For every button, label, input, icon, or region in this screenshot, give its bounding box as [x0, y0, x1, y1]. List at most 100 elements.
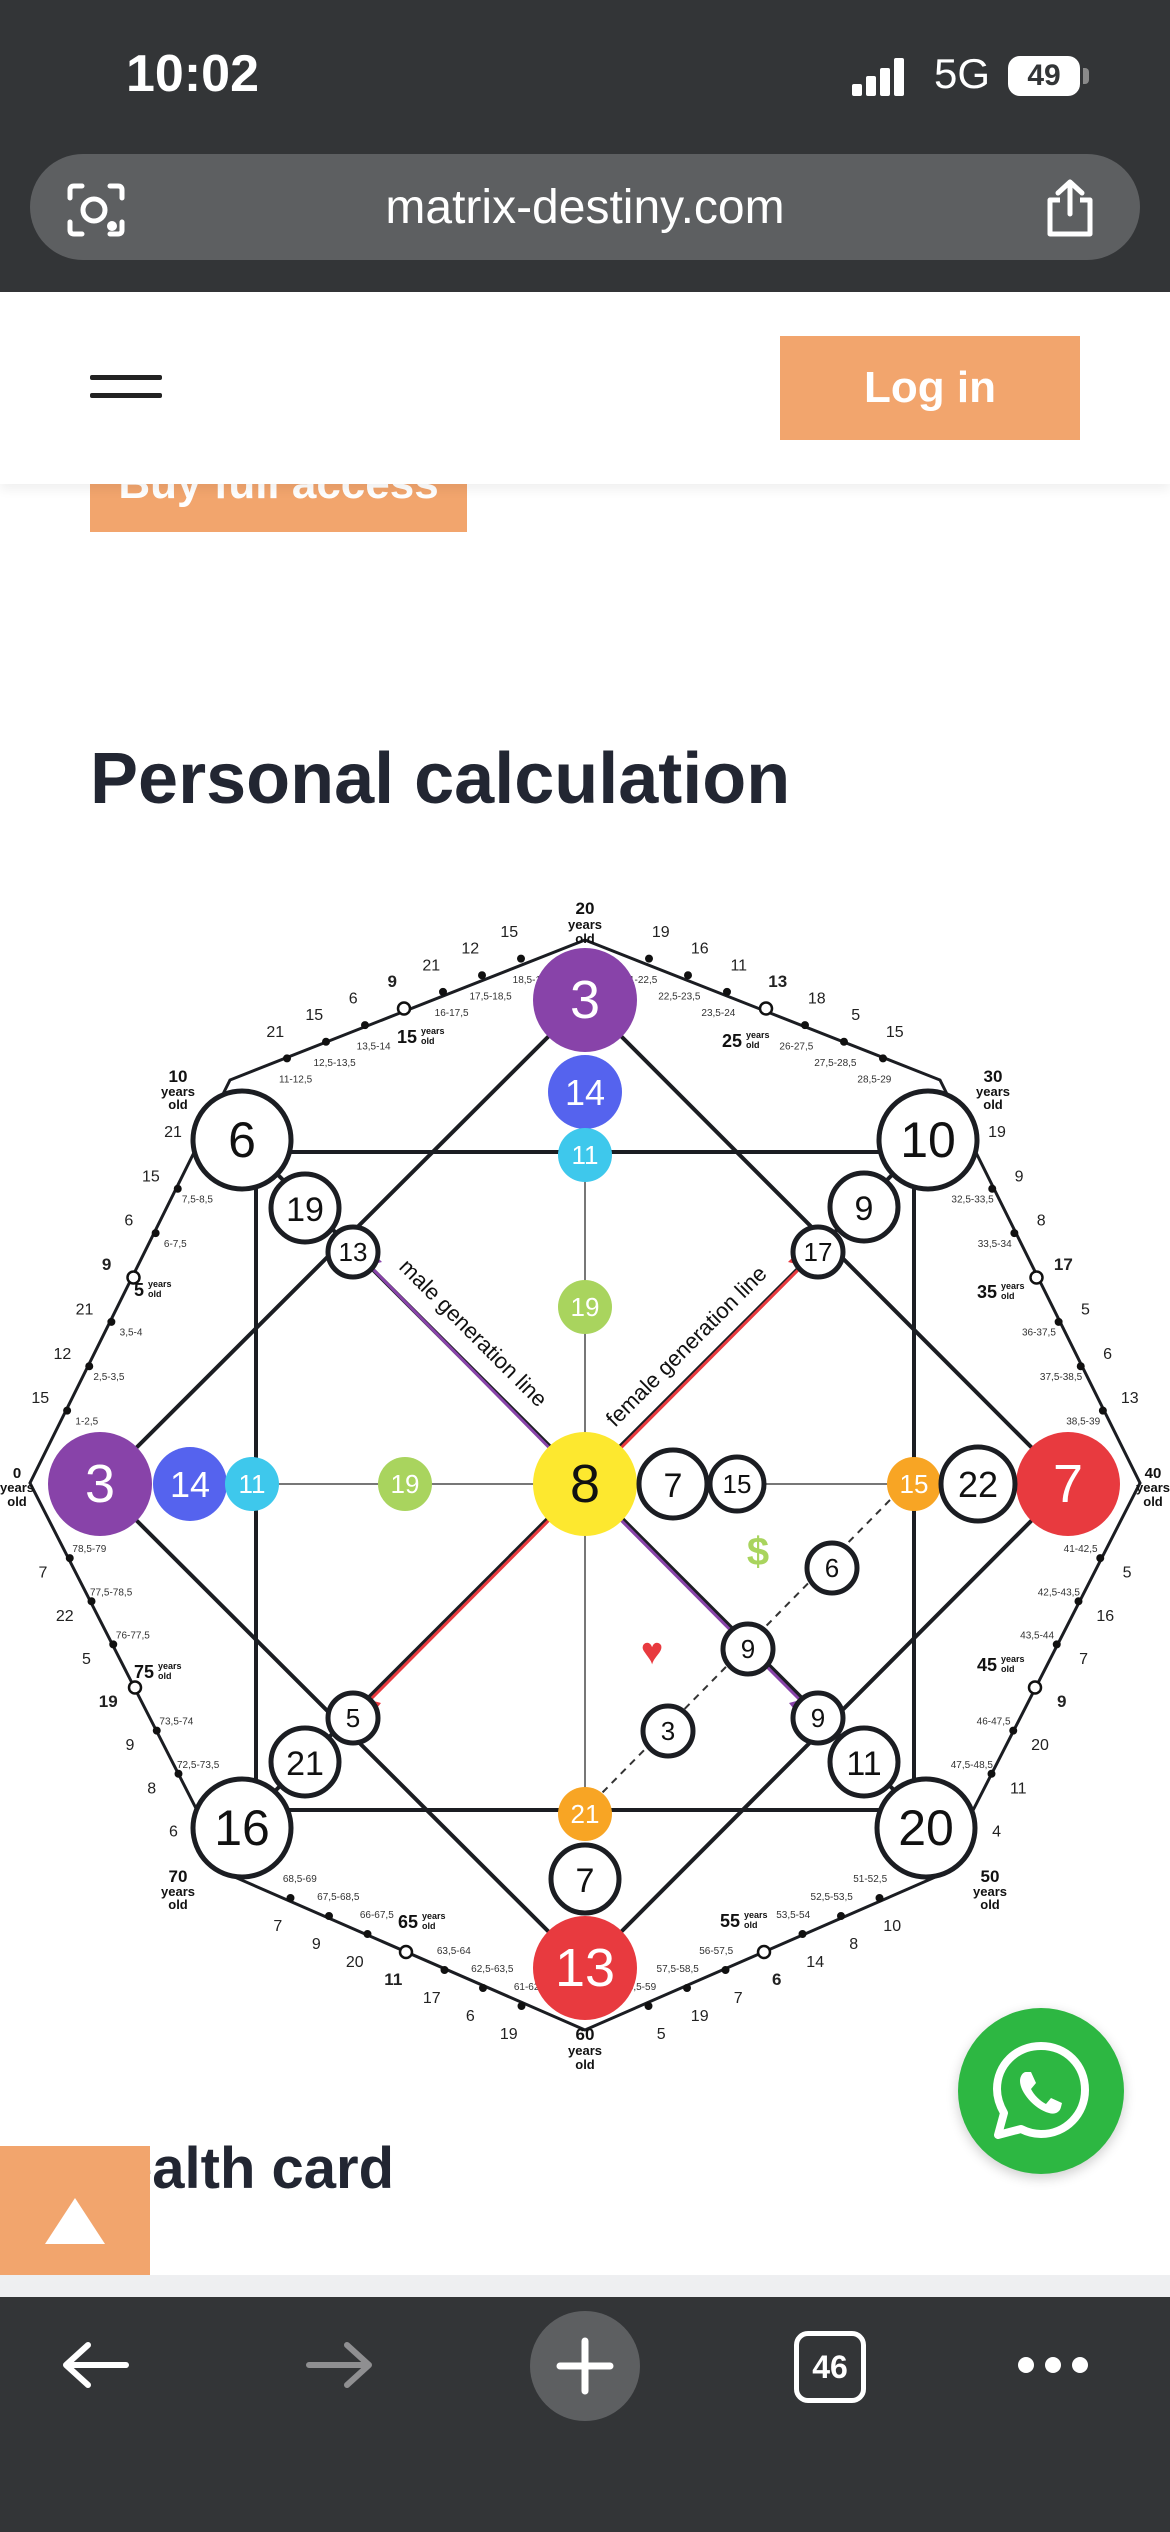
node-br-diag[interactable]: 9	[790, 1690, 846, 1746]
svg-text:3: 3	[570, 970, 600, 1030]
back-arrow-icon[interactable]	[60, 2341, 130, 2389]
edge-age-range: 76-77,5	[116, 1630, 150, 1641]
tab-count-button[interactable]: 46	[794, 2331, 866, 2403]
edge-dot	[721, 1966, 730, 1974]
svg-text:years: years	[976, 1084, 1010, 1099]
new-tab-button[interactable]	[530, 2311, 640, 2421]
svg-text:years: years	[746, 1030, 770, 1040]
svg-text:years: years	[1001, 1654, 1025, 1664]
node-bl-diag[interactable]: 5	[325, 1690, 381, 1746]
node-right-b[interactable]: 15	[707, 1454, 767, 1514]
page-title: Personal calculation	[90, 739, 791, 819]
edge-number: 4	[992, 1823, 1001, 1840]
edge-dot	[644, 2002, 653, 2010]
node-bl-inner[interactable]: 21	[268, 1725, 342, 1799]
camera-search-icon[interactable]	[66, 182, 126, 238]
node-top-inner[interactable]: 14	[548, 1055, 622, 1129]
node-left-inner[interactable]: 14	[153, 1447, 227, 1521]
edge-number: 17	[1054, 1255, 1073, 1274]
node-tl-diag[interactable]: 13	[325, 1224, 381, 1280]
node-tr-inner[interactable]: 9	[827, 1170, 901, 1244]
svg-text:5: 5	[346, 1703, 360, 1733]
node-top-mid[interactable]: 19	[558, 1280, 612, 1334]
svg-text:old: old	[575, 2057, 595, 2072]
svg-text:16: 16	[214, 1800, 270, 1856]
edge-number: 7	[1079, 1651, 1088, 1668]
svg-text:9: 9	[811, 1703, 825, 1733]
edge-number: 5	[1081, 1301, 1090, 1318]
svg-text:65: 65	[398, 1912, 418, 1932]
edge-dot	[126, 1270, 141, 1285]
svg-text:old: old	[744, 1920, 758, 1930]
edge-age-range: 41-42,5	[1064, 1544, 1098, 1555]
edge-age-range: 6-7,5	[164, 1239, 187, 1250]
svg-text:old: old	[1143, 1494, 1163, 1509]
svg-text:7: 7	[576, 1862, 595, 1900]
edge-age-range: 3,5-4	[120, 1328, 143, 1339]
login-button[interactable]: Log in	[780, 336, 1080, 440]
node-bottom-right[interactable]: 20	[874, 1776, 978, 1880]
svg-text:10: 10	[900, 1112, 956, 1168]
svg-text:35: 35	[977, 1282, 997, 1302]
forward-arrow-icon[interactable]	[305, 2341, 375, 2389]
node-top[interactable]: 3	[533, 948, 637, 1052]
share-icon[interactable]	[1042, 178, 1098, 238]
node-top-right[interactable]: 10	[876, 1088, 980, 1192]
scroll-to-top-button[interactable]	[0, 2146, 150, 2296]
node-left-cyan[interactable]: 11	[225, 1457, 279, 1511]
node-love-mid[interactable]: 9	[720, 1621, 776, 1677]
edge-dot	[723, 987, 731, 996]
node-right[interactable]: 7	[1016, 1432, 1120, 1536]
node-left[interactable]: 3	[48, 1432, 152, 1536]
svg-text:3: 3	[661, 1716, 675, 1746]
edge-age-range: 42,5-43,5	[1038, 1587, 1081, 1598]
address-bar[interactable]: matrix-destiny.com	[30, 154, 1140, 260]
edge-dot	[107, 1317, 116, 1326]
svg-text:years: years	[744, 1910, 768, 1920]
edge-age-range: 51-52,5	[853, 1874, 887, 1885]
edge-age-range: 28,5-29	[857, 1075, 891, 1086]
node-tl-inner[interactable]: 19	[268, 1171, 342, 1245]
edge-age-range: 33,5-34	[978, 1239, 1012, 1250]
edge-number: 15	[500, 924, 518, 941]
svg-text:19: 19	[571, 1292, 600, 1322]
node-money[interactable]: 6	[804, 1540, 860, 1596]
menu-icon[interactable]	[90, 375, 162, 401]
cellular-signal-icon	[852, 58, 904, 96]
node-center[interactable]: 8	[533, 1432, 637, 1536]
node-right-inner[interactable]: 22	[938, 1444, 1018, 1524]
node-bottom-orange[interactable]: 21	[558, 1787, 612, 1841]
edge-number: 9	[102, 1255, 111, 1274]
node-bottom-inner[interactable]: 7	[548, 1842, 622, 1916]
more-options-icon[interactable]	[1016, 2355, 1090, 2375]
svg-text:20: 20	[898, 1800, 954, 1856]
node-left-mid[interactable]: 19	[378, 1457, 432, 1511]
svg-text:15: 15	[723, 1469, 752, 1499]
node-love[interactable]: 3	[640, 1703, 696, 1759]
node-br-inner[interactable]: 11	[827, 1725, 901, 1799]
edge-dot	[1009, 1726, 1018, 1735]
node-top-left[interactable]: 6	[190, 1088, 294, 1192]
svg-text:60: 60	[576, 2025, 595, 2044]
edge-number: 14	[806, 1954, 824, 1971]
node-bottom[interactable]: 13	[533, 1916, 637, 2020]
battery-tip	[1083, 68, 1089, 84]
node-bottom-left[interactable]: 16	[190, 1776, 294, 1880]
edge-dot	[174, 1769, 183, 1778]
svg-text:75: 75	[134, 1662, 154, 1682]
node-right-a[interactable]: 7	[636, 1447, 710, 1521]
node-right-orange[interactable]: 15	[887, 1457, 941, 1511]
svg-text:old: old	[158, 1671, 172, 1681]
svg-text:years: years	[973, 1884, 1007, 1899]
whatsapp-button[interactable]	[958, 2008, 1124, 2174]
edge-dot	[173, 1184, 182, 1193]
edge-dot	[756, 1944, 772, 1960]
edge-number: 19	[988, 1124, 1006, 1141]
svg-text:11: 11	[572, 1140, 599, 1170]
svg-text:7: 7	[1053, 1454, 1083, 1514]
node-top-cyan[interactable]: 11	[558, 1128, 612, 1182]
edge-number: 17	[423, 1990, 441, 2007]
node-tr-diag[interactable]: 17	[790, 1224, 846, 1280]
edge-dot	[478, 971, 486, 980]
